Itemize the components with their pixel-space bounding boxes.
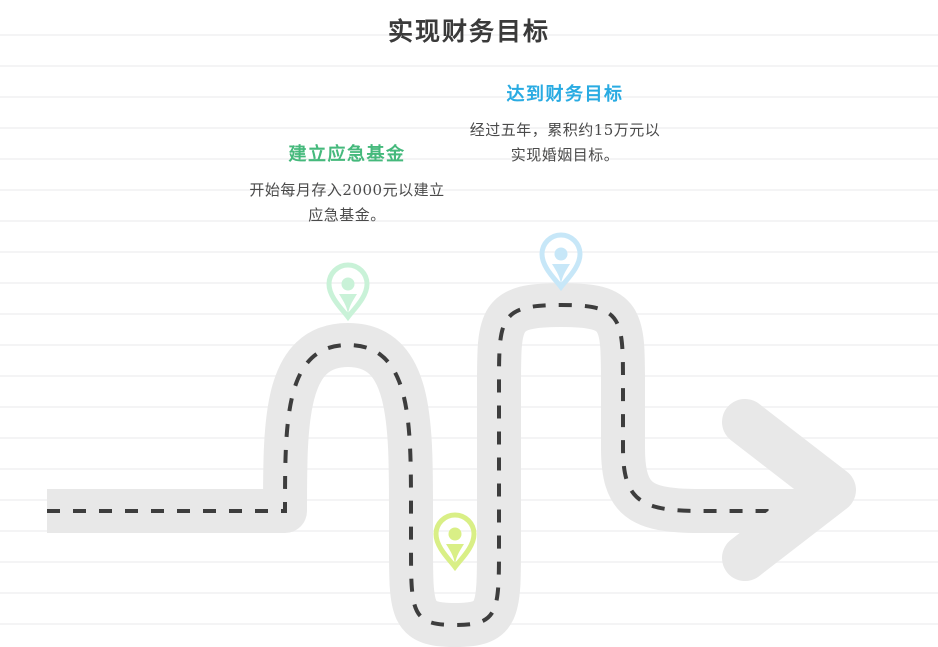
map-pin-icon [433,512,477,572]
milestone-financial-goal-body: 经过五年，累积约15万元以实现婚姻目标。 [469,121,661,165]
road-path-smooth [47,283,800,647]
milestone-emergency-fund-title: 建立应急基金 [288,144,406,165]
arrow-right-icon [722,399,856,581]
map-pin-icon [326,262,370,322]
page-title: 实现财务目标 [387,17,550,46]
road-center-dashes [47,302,795,628]
pin-financial-goal[interactable] [539,232,583,292]
milestone-financial-goal-title: 达到财务目标 [506,84,624,105]
pin-milestone-third[interactable] [433,512,477,572]
milestone-financial-goal: 达到财务目标 经过五年，累积约15万元以实现婚姻目标。 [467,83,663,168]
milestone-emergency-fund-body: 开始每月存入2000元以建立应急基金。 [249,181,445,225]
map-pin-icon [539,232,583,292]
milestone-emergency-fund: 建立应急基金 开始每月存入2000元以建立应急基金。 [247,143,447,228]
pin-emergency-fund[interactable] [326,262,370,322]
